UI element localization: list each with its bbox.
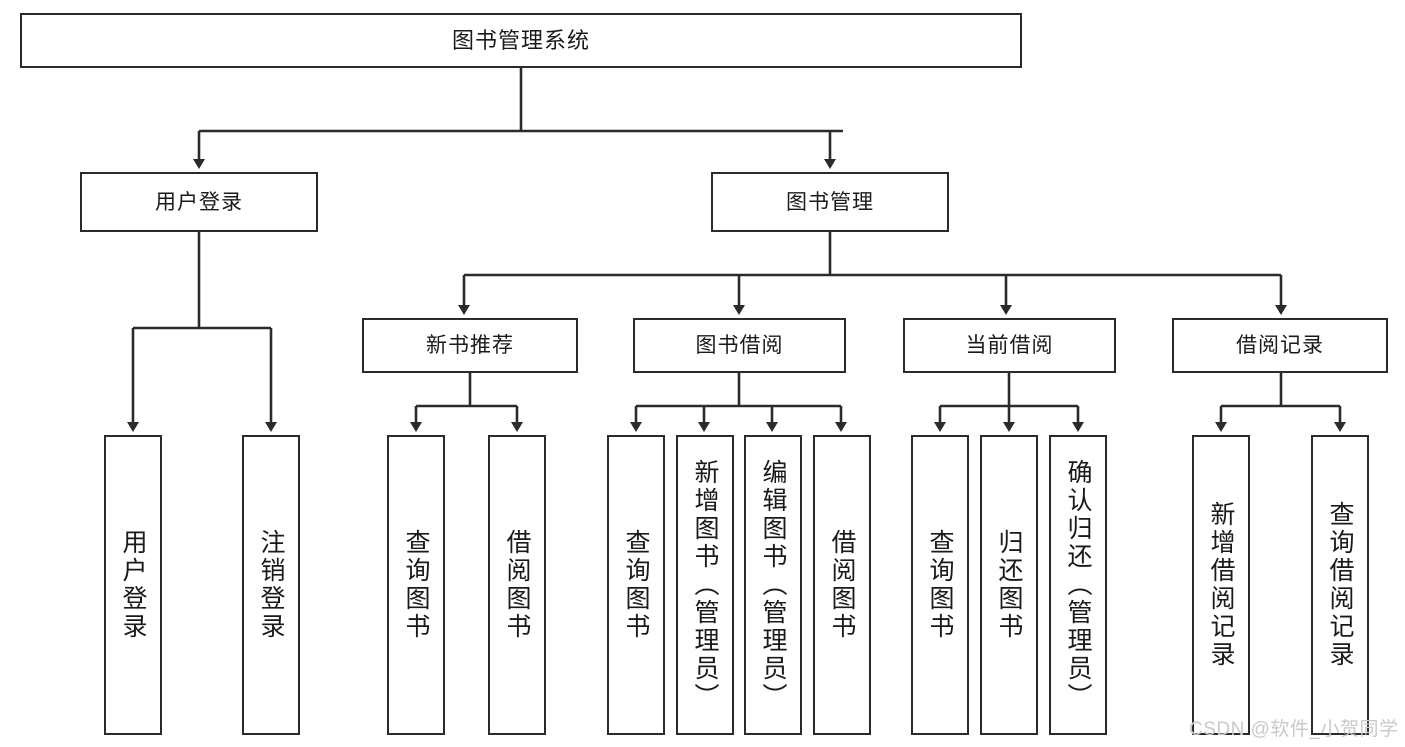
leaf-borrow-add-book-admin[interactable]: 新增图书（管理员）	[676, 435, 734, 735]
node-new-book-recommend[interactable]: 新书推荐	[362, 318, 578, 373]
node-label: 新书推荐	[426, 334, 514, 357]
csdn-watermark: CSDN @软件_小贺同学	[1189, 719, 1399, 740]
node-label: 注销登录	[257, 529, 285, 641]
node-label: 图书管理系统	[451, 27, 590, 53]
node-label: 查询图书	[402, 529, 430, 641]
leaf-current-return-book[interactable]: 归还图书	[980, 435, 1038, 735]
leaf-recommend-borrow-book[interactable]: 借阅图书	[488, 435, 546, 735]
node-label: 借阅图书	[503, 529, 531, 641]
node-label: 查询图书	[622, 529, 650, 641]
node-label: 归还图书	[995, 529, 1023, 641]
node-label: 编辑图书（管理员）	[759, 459, 787, 711]
leaf-record-add-record[interactable]: 新增借阅记录	[1192, 435, 1250, 735]
node-label: 图书借阅	[695, 334, 784, 357]
leaf-user-login-login[interactable]: 用户登录	[104, 435, 162, 735]
leaf-borrow-query-book[interactable]: 查询图书	[607, 435, 665, 735]
node-user-login[interactable]: 用户登录	[80, 172, 318, 232]
node-label: 用户登录	[155, 190, 243, 214]
node-root-system[interactable]: 图书管理系统	[20, 13, 1022, 68]
node-label: 借阅图书	[828, 529, 856, 641]
node-book-borrow[interactable]: 图书借阅	[633, 318, 846, 373]
node-label: 新增借阅记录	[1207, 501, 1235, 669]
leaf-borrow-edit-book-admin[interactable]: 编辑图书（管理员）	[744, 435, 802, 735]
node-label: 新增图书（管理员）	[691, 459, 719, 711]
leaf-borrow-borrow-book[interactable]: 借阅图书	[813, 435, 871, 735]
leaf-current-query-book[interactable]: 查询图书	[911, 435, 969, 735]
node-label: 确认归还（管理员）	[1064, 459, 1092, 711]
node-label: 借阅记录	[1236, 334, 1324, 357]
node-label: 图书管理	[786, 190, 874, 214]
node-label: 查询借阅记录	[1326, 501, 1354, 669]
node-book-management[interactable]: 图书管理	[711, 172, 949, 232]
leaf-current-confirm-return-admin[interactable]: 确认归还（管理员）	[1049, 435, 1107, 735]
leaf-record-query-record[interactable]: 查询借阅记录	[1311, 435, 1369, 735]
node-label: 当前借阅	[965, 334, 1054, 357]
leaf-user-login-logout[interactable]: 注销登录	[242, 435, 300, 735]
leaf-recommend-query-book[interactable]: 查询图书	[387, 435, 445, 735]
node-borrow-record[interactable]: 借阅记录	[1172, 318, 1388, 373]
node-current-borrow[interactable]: 当前借阅	[903, 318, 1116, 373]
node-label: 查询图书	[926, 529, 954, 641]
node-label: 用户登录	[119, 529, 147, 641]
